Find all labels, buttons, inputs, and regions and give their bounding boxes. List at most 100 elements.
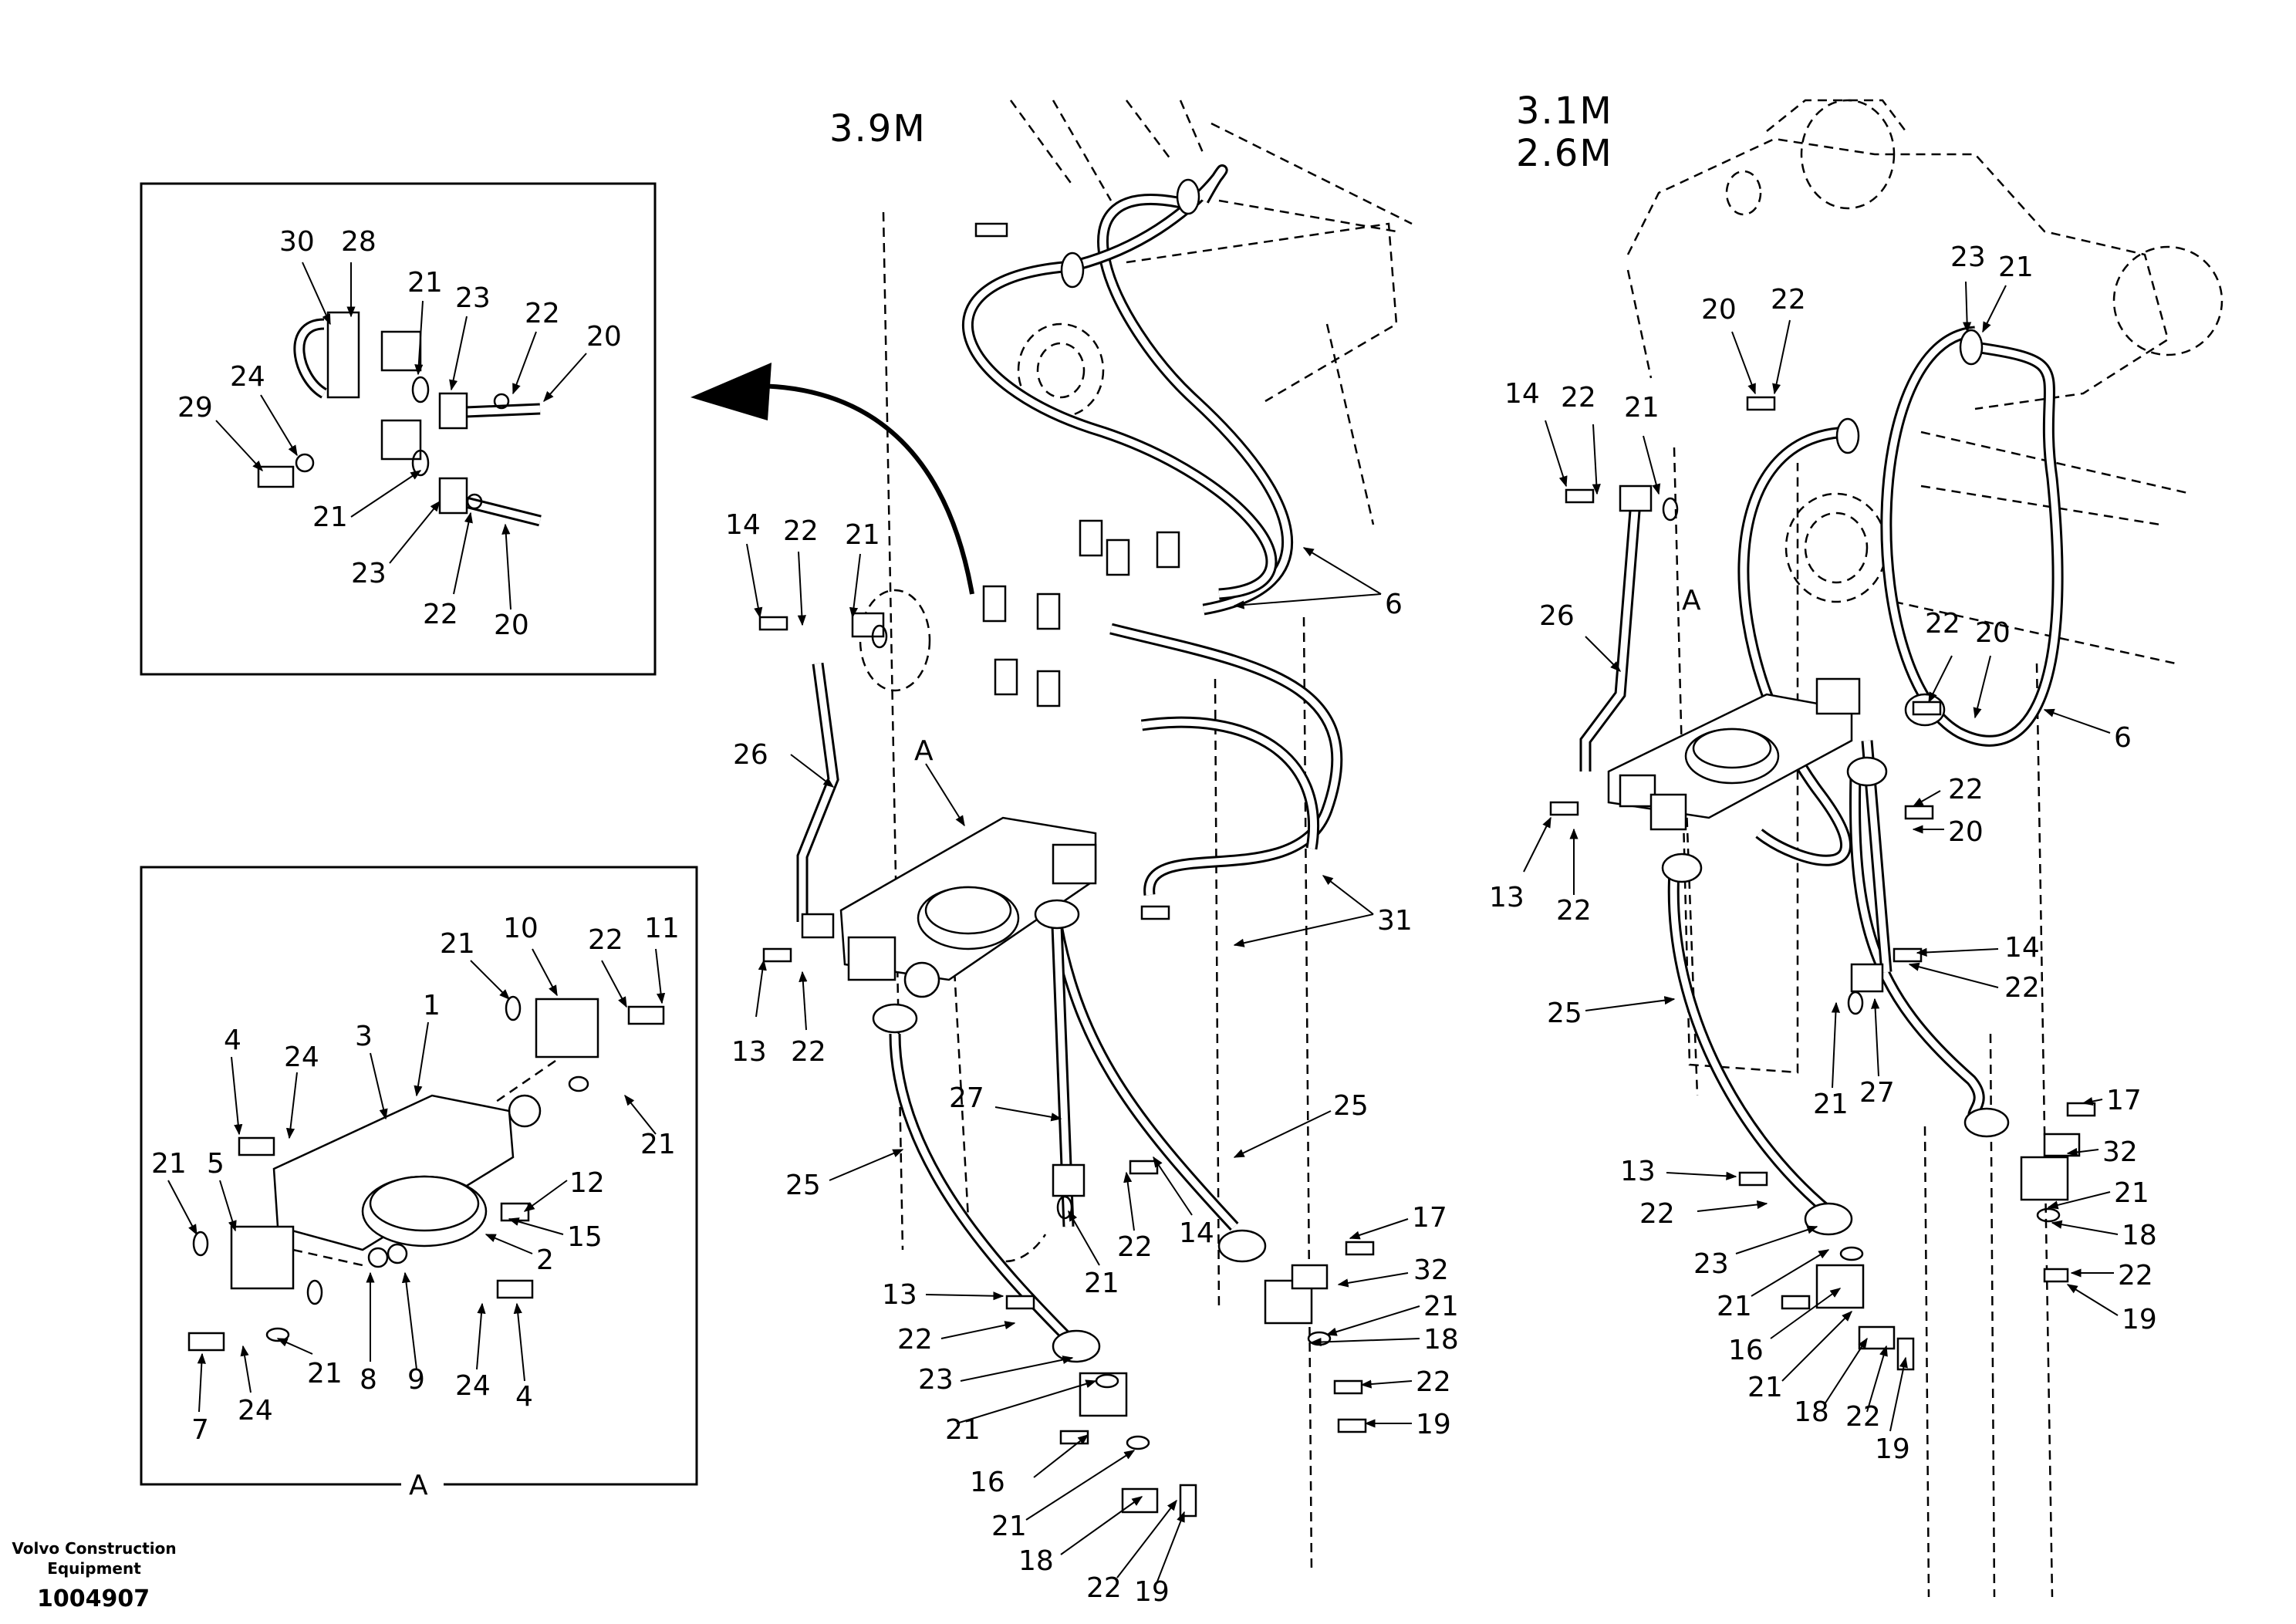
callout-label: 13 [1489, 882, 1524, 913]
callout-label: 19 [2122, 1304, 2157, 1335]
inset-top-parts [257, 311, 542, 527]
callout-label: 8 [360, 1364, 377, 1396]
inset-caption: A [409, 1470, 428, 1501]
callout-label: 22 [791, 1036, 826, 1068]
callout-label: 22 [1639, 1198, 1675, 1230]
callout-label: 22 [423, 599, 458, 630]
callout-label: 20 [1948, 816, 1984, 848]
callout-label: 22 [1771, 284, 1806, 316]
callout-label: 13 [882, 1279, 917, 1311]
callout-label: 26 [733, 739, 768, 771]
hose-31-mid [1109, 623, 1343, 896]
callout-label: 31 [1377, 905, 1413, 937]
callout-label: 22 [2118, 1260, 2153, 1291]
callout-label: 13 [731, 1036, 767, 1068]
callout-label: 32 [2102, 1136, 2138, 1168]
inset-hose-coupling-detail: 30 28 21 23 22 20 24 29 21 23 22 20 [140, 182, 657, 676]
fasteners-right [1549, 396, 2096, 1371]
variant-label-3-9m: 3.9M [829, 107, 927, 150]
callout-label: 23 [1950, 241, 1986, 273]
callout-label: 21 [307, 1358, 343, 1389]
inset-top-frame [140, 182, 657, 676]
callout-label: 22 [783, 515, 819, 547]
callout-label: 22 [1556, 895, 1592, 927]
callout-label: 21 [1747, 1372, 1783, 1403]
callout-label: 22 [1845, 1401, 1881, 1433]
callout-label: 16 [1728, 1335, 1764, 1366]
callout-label: 25 [1547, 998, 1582, 1029]
callout-label: 23 [1693, 1248, 1729, 1280]
callout-label: 5 [207, 1148, 225, 1180]
callout-label: 26 [1539, 600, 1575, 632]
callout-label: 23 [351, 558, 387, 589]
callout-label: 22 [1925, 608, 1960, 640]
callout-label: 22 [897, 1324, 933, 1356]
callout-label: 18 [1794, 1396, 1829, 1428]
callout-label: 4 [224, 1025, 241, 1056]
callout-label: 19 [1134, 1576, 1170, 1608]
document-number: 1004907 [37, 1585, 150, 1612]
callout-label: 27 [949, 1082, 984, 1114]
callout-label: 21 [151, 1148, 187, 1180]
callout-label: 24 [284, 1042, 319, 1073]
callout-label: 10 [503, 913, 539, 944]
callout-label: 14 [1504, 378, 1540, 410]
callout-label: 17 [1412, 1202, 1447, 1234]
callout-label: 28 [341, 226, 376, 258]
leaders-mid [746, 543, 1420, 1582]
callout-label: 2 [536, 1244, 554, 1276]
callout-label: 19 [1875, 1433, 1910, 1465]
callout-label: 21 [312, 501, 348, 533]
callout-label: 29 [177, 392, 213, 424]
callout-label: 13 [1620, 1156, 1656, 1187]
brand-line-1: Volvo Construction [12, 1539, 176, 1558]
detail-reference-arrowhead [690, 363, 772, 420]
brand-block: Volvo Construction Equipment 1004907 [12, 1539, 176, 1612]
clamp-bracket-right [1607, 677, 1861, 831]
callout-label: 21 [1084, 1268, 1119, 1299]
callout-label: 30 [279, 226, 315, 258]
callout-label: 17 [2106, 1085, 2142, 1116]
callout-label: 22 [1086, 1572, 1122, 1604]
leaders-right [1523, 281, 2119, 1432]
callout-label: 25 [785, 1170, 821, 1201]
callout-label: 12 [569, 1167, 605, 1199]
callout-label: 24 [455, 1370, 491, 1402]
detail-reference-arrow [751, 383, 974, 595]
callout-label: 25 [1333, 1090, 1369, 1122]
callout-label: 21 [407, 267, 443, 299]
callout-label: 14 [1179, 1217, 1214, 1249]
inset-bottom-parts [187, 995, 665, 1352]
callout-label: 9 [407, 1364, 425, 1396]
callout-label: 23 [455, 282, 491, 314]
callout-label: 21 [1998, 252, 2034, 283]
callout-label: 21 [1624, 392, 1660, 424]
callout-label: 22 [525, 298, 560, 329]
callout-label: 20 [494, 609, 529, 641]
callout-label: 6 [2114, 722, 2132, 754]
callout-label: 11 [644, 913, 680, 944]
variant-label-3-1m: 3.1M [1516, 89, 1613, 133]
callout-label: 1 [423, 990, 441, 1021]
callout-label: 15 [567, 1221, 603, 1253]
callout-label: 21 [1717, 1291, 1752, 1322]
assembly-3-9m: 3.9M [725, 100, 1459, 1608]
callout-label: 23 [918, 1364, 954, 1396]
callout-label: 24 [230, 361, 265, 393]
inset-clamp-bracket-detail: 21 10 22 11 1 3 4 24 21 5 12 15 2 21 8 9… [140, 866, 698, 1503]
callout-label: 22 [1117, 1231, 1153, 1263]
callout-label: 21 [640, 1129, 676, 1160]
callout-label: 6 [1385, 589, 1403, 620]
callout-label: 14 [2004, 932, 2040, 964]
callout-label: 22 [1416, 1366, 1451, 1398]
callout-label: 21 [991, 1511, 1027, 1542]
callout-label: 14 [725, 509, 761, 541]
callout-label: 22 [1948, 774, 1984, 805]
callout-label: 18 [1423, 1324, 1459, 1356]
inset-bottom-leaders [167, 948, 666, 1413]
callout-label: 22 [1561, 382, 1596, 414]
callout-label: 3 [355, 1021, 373, 1052]
callout-label: 7 [191, 1414, 209, 1446]
